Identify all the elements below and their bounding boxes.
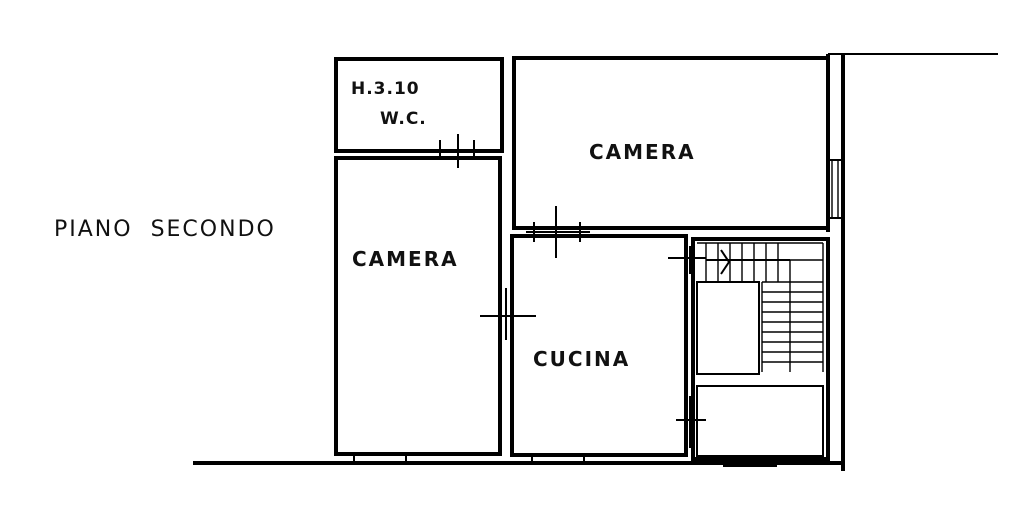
window-markers bbox=[353, 454, 777, 467]
wc-room bbox=[334, 57, 504, 153]
camera-top-room bbox=[512, 56, 830, 230]
floor-label: PIANO SECONDO bbox=[54, 217, 276, 242]
wc-label: W.C. bbox=[380, 109, 427, 129]
cucina-room bbox=[510, 234, 688, 457]
exterior-lines bbox=[193, 53, 998, 471]
camera-left-room bbox=[334, 156, 502, 456]
door-markers bbox=[432, 134, 844, 448]
camera-top-label: CAMERA bbox=[589, 140, 696, 164]
camera-left-label: CAMERA bbox=[352, 247, 459, 271]
wc-height-label: H.3.10 bbox=[351, 79, 420, 99]
cucina-label: CUCINA bbox=[533, 347, 630, 371]
stair-block bbox=[691, 237, 830, 461]
